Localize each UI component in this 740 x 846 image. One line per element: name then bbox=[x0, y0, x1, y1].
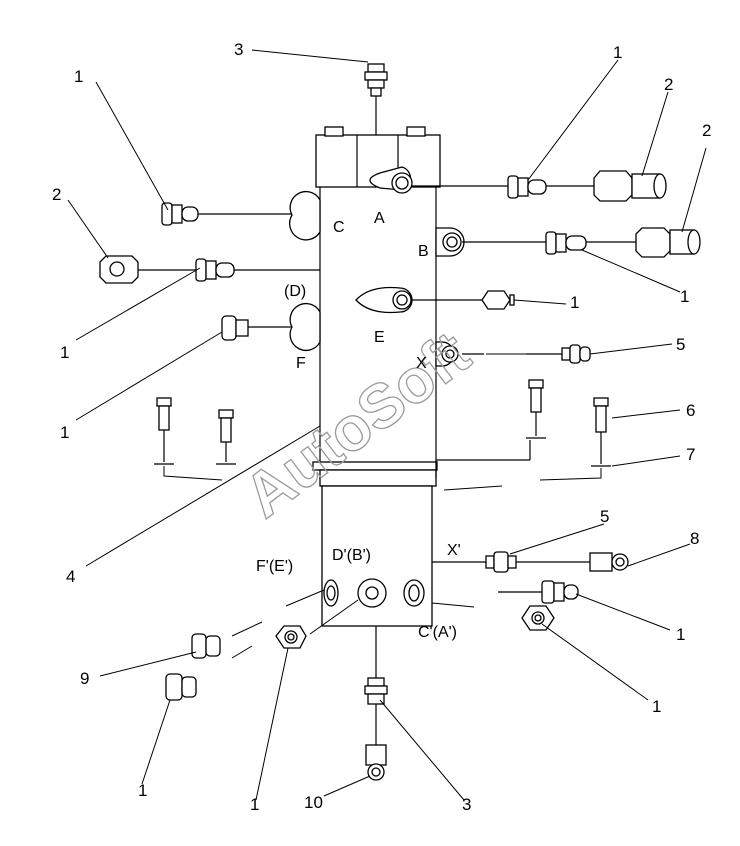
port-label-b: B bbox=[418, 243, 429, 260]
callout-1-lower-plug: 1 bbox=[138, 781, 147, 800]
callout-3-top: 3 bbox=[234, 40, 243, 59]
port-label-x-prime: X' bbox=[447, 542, 461, 559]
callout-1-d-prime-fitting: 1 bbox=[250, 795, 259, 814]
callout-2-a-elbow: 2 bbox=[664, 75, 673, 94]
port-labels: C A B (D) E F X D'(B') F'(E') X' C'(A') bbox=[256, 210, 461, 641]
callout-3-bottom: 3 bbox=[462, 795, 471, 814]
callout-5-x-fitting: 5 bbox=[676, 335, 685, 354]
callout-6-bolt: 6 bbox=[686, 401, 695, 420]
callout-1-c-fitting: 1 bbox=[74, 67, 83, 86]
callout-1-e-plug: 1 bbox=[570, 293, 579, 312]
callout-1-c-prime-fitting: 1 bbox=[676, 625, 685, 644]
callout-2-d-nut: 2 bbox=[52, 185, 61, 204]
port-label-d: (D) bbox=[284, 283, 306, 300]
port-label-c-prime: C'(A') bbox=[418, 624, 457, 641]
callout-1-lower-nut: 1 bbox=[652, 697, 661, 716]
bolts-and-washers bbox=[154, 379, 611, 491]
callout-7-washer: 7 bbox=[686, 445, 695, 464]
upper-body bbox=[288, 96, 465, 471]
port-label-f-prime: F'(E') bbox=[256, 558, 293, 575]
port-label-d-prime: D'(B') bbox=[332, 547, 371, 564]
leader-lines bbox=[67, 49, 707, 801]
callout-9-plug: 9 bbox=[80, 669, 89, 688]
callout-1-f-fitting: 1 bbox=[60, 423, 69, 442]
callout-2-b-elbow: 2 bbox=[702, 121, 711, 140]
callouts: 3 1 1 2 2 2 1 1 1 1 5 6 7 4 5 8 1 1 9 1 … bbox=[52, 40, 711, 814]
port-label-f: F bbox=[296, 355, 306, 372]
callout-8-elbow: 8 bbox=[690, 529, 699, 548]
port-label-x: X bbox=[416, 355, 427, 372]
callout-4-seal: 4 bbox=[66, 567, 75, 586]
callout-1-a-fitting: 1 bbox=[613, 43, 622, 62]
lower-body bbox=[319, 440, 531, 680]
port-label-a: A bbox=[374, 210, 385, 227]
callout-1-b-fitting: 1 bbox=[680, 287, 689, 306]
port-label-e: E bbox=[374, 329, 385, 346]
port-label-c: C bbox=[333, 219, 345, 236]
callout-10-elbow: 10 bbox=[304, 793, 323, 812]
callout-1-d-fitting: 1 bbox=[60, 343, 69, 362]
fittings bbox=[99, 63, 701, 781]
callout-5-x-prime-fitting: 5 bbox=[600, 507, 609, 526]
